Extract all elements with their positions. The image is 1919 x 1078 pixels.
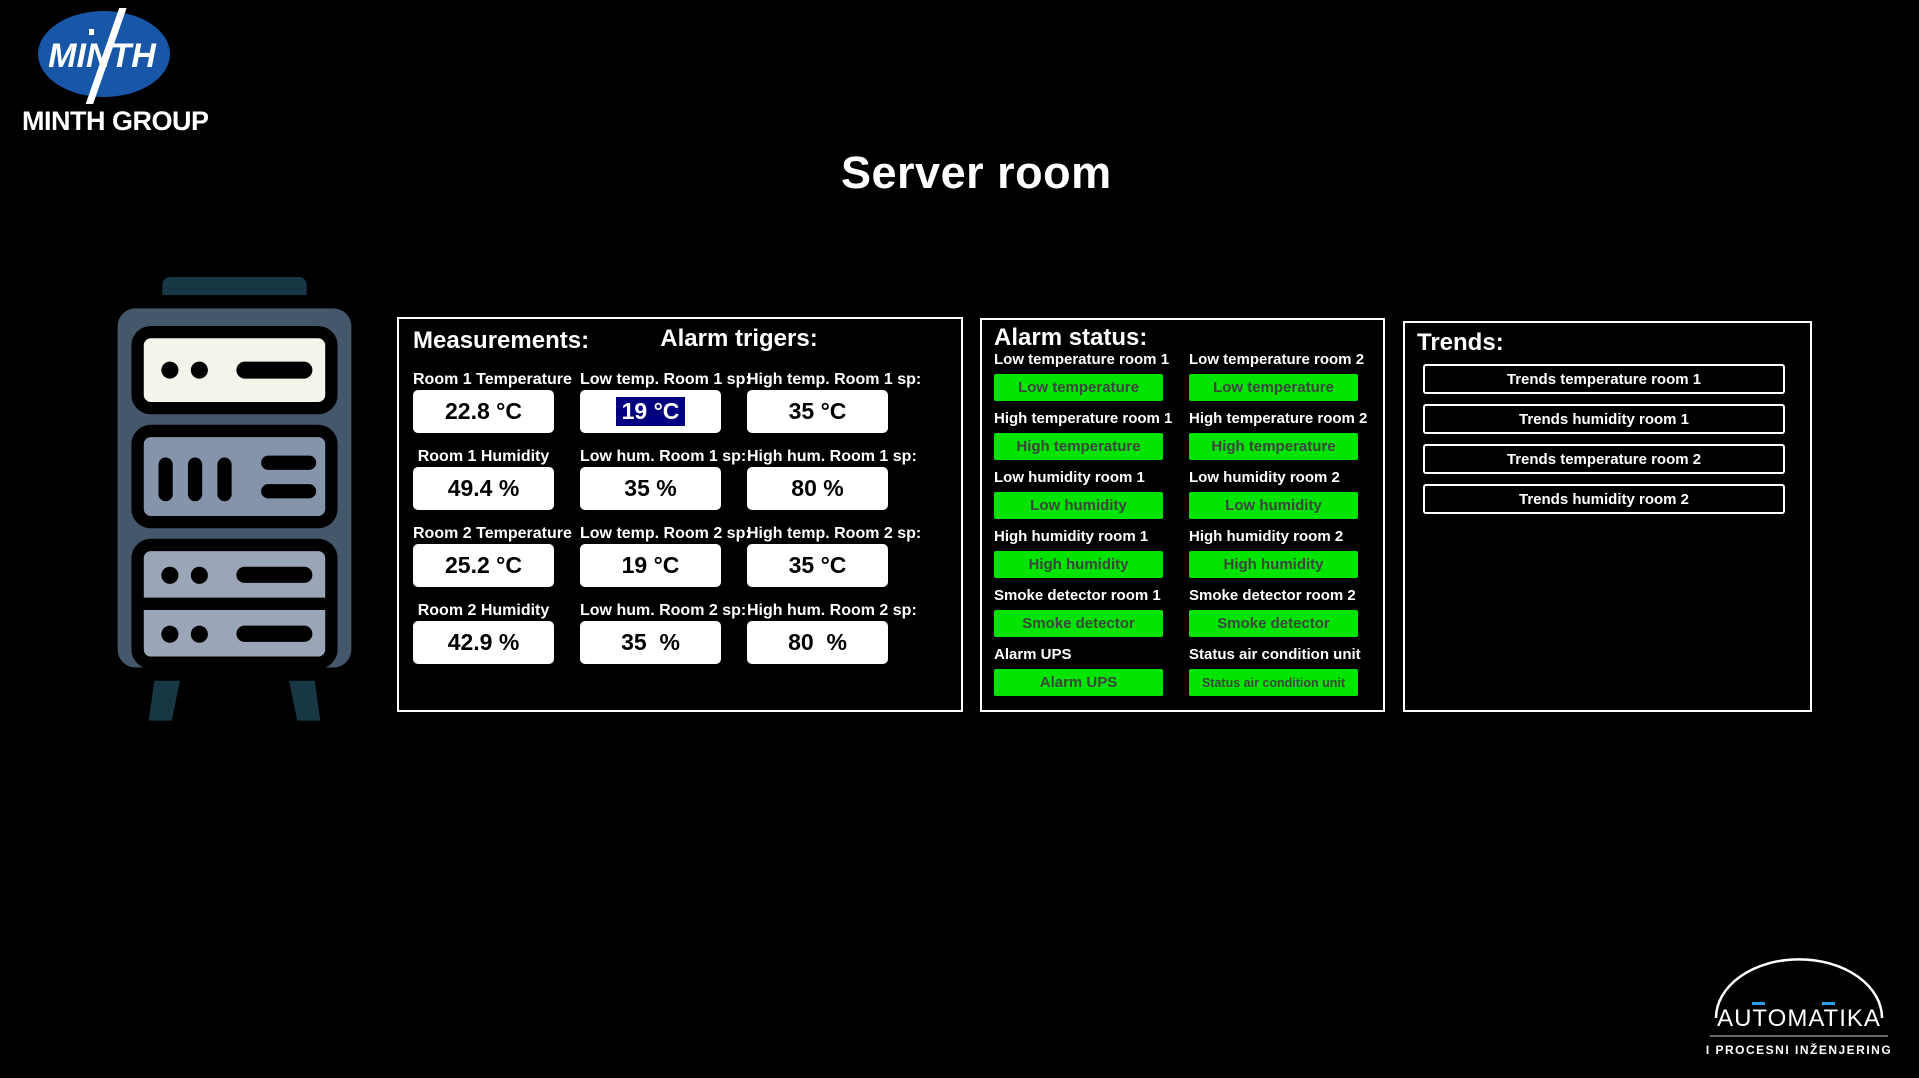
measurement-room2-temperature: Room 2 Temperature 25.2 °C [413, 521, 572, 598]
status-lamp: Smoke detector [1189, 610, 1358, 637]
minth-logo: MINTH MINTH GROUP [22, 8, 209, 137]
indicator-label: Smoke detector room 2 [1189, 587, 1356, 604]
setpoint-high-temp-room1: High temp. Room 1 sp: 35 °C [747, 367, 922, 444]
indicator-label: High temperature room 1 [994, 410, 1173, 427]
setpoint-input[interactable]: 19 °C [580, 390, 721, 433]
status-lamp: High humidity [994, 551, 1163, 578]
alarm-indicator-low-hum-room2: Low humidity room 2 Low humidity [1189, 468, 1358, 527]
setpoint-input[interactable]: 80 % [747, 467, 888, 510]
indicator-label: Alarm UPS [994, 646, 1072, 663]
trends-temperature-room2-button[interactable]: Trends temperature room 2 [1423, 444, 1785, 474]
page-title: Server room [841, 147, 1112, 198]
indicator-label: High humidity room 2 [1189, 528, 1344, 545]
indicator-label: Status air condition unit [1189, 646, 1361, 663]
setpoint-label: Low temp. Room 1 sp: [580, 371, 751, 388]
status-lamp: High humidity [1189, 551, 1358, 578]
setpoint-low-temp-room1: Low temp. Room 1 sp: 19 °C [580, 367, 751, 444]
server-rack-icon [104, 265, 365, 731]
trends-humidity-room1-button[interactable]: Trends humidity room 1 [1423, 404, 1785, 434]
setpoint-low-temp-room2: Low temp. Room 2 sp: 19 °C [580, 521, 751, 598]
status-lamp: Smoke detector [994, 610, 1163, 637]
indicator-label: Low temperature room 2 [1189, 351, 1365, 368]
status-lamp: High temperature [994, 433, 1163, 460]
setpoint-input[interactable]: 35 % [580, 467, 721, 510]
measurement-value: 25.2 °C [413, 544, 554, 587]
status-lamp: Low humidity [994, 492, 1163, 519]
indicator-label: Smoke detector room 1 [994, 587, 1161, 604]
setpoint-label: High hum. Room 2 sp: [747, 602, 917, 619]
measurements-triggers-panel: Measurements: Alarm trigers: Room 1 Temp… [397, 317, 963, 712]
alarm-indicator-low-hum-room1: Low humidity room 1 Low humidity [994, 468, 1163, 527]
status-lamp: Low temperature [1189, 374, 1358, 401]
alarm-indicator-ups: Alarm UPS Alarm UPS [994, 645, 1163, 704]
setpoint-label: Low hum. Room 1 sp: [580, 448, 747, 465]
automatika-tagline: I PROCESNI INŽENJERING [1706, 1042, 1892, 1057]
setpoint-label: High temp. Room 2 sp: [747, 525, 922, 542]
setpoint-input[interactable]: 35 °C [747, 390, 888, 433]
setpoint-label: High hum. Room 1 sp: [747, 448, 917, 465]
setpoint-input[interactable]: 19 °C [580, 544, 721, 587]
alarm-indicator-low-temp-room1: Low temperature room 1 Low temperature [994, 350, 1170, 409]
measurement-value: 42.9 % [413, 621, 554, 664]
setpoint-input[interactable]: 35 % [580, 621, 721, 664]
alarm-status-grid: Low temperature room 1 Low temperature L… [994, 350, 1368, 704]
alarm-indicator-low-temp-room2: Low temperature room 2 Low temperature [1189, 350, 1365, 409]
setpoint-label: Low temp. Room 2 sp: [580, 525, 751, 542]
alarm-indicator-high-temp-room1: High temperature room 1 High temperature [994, 409, 1173, 468]
alarm-indicator-high-temp-room2: High temperature room 2 High temperature [1189, 409, 1368, 468]
trends-humidity-room2-button[interactable]: Trends humidity room 2 [1423, 484, 1785, 514]
automatika-logo: AUTOMATIKA I PROCESNI INŽENJERING [1700, 952, 1898, 1065]
measurement-value: 22.8 °C [413, 390, 554, 433]
automatika-logo-text: AUTOMATIKA [1717, 1005, 1881, 1032]
minth-group-name: MINTH GROUP [22, 106, 209, 136]
setpoint-input[interactable]: 35 °C [747, 544, 888, 587]
measurement-label: Room 1 Humidity [417, 448, 550, 465]
trends-panel: Trends: Trends temperature room 1 Trends… [1403, 321, 1812, 712]
status-lamp: Low humidity [1189, 492, 1358, 519]
measurement-room2-humidity: Room 2 Humidity 42.9 % [413, 598, 554, 675]
alarm-status-panel: Alarm status: Low temperature room 1 Low… [980, 318, 1385, 712]
indicator-label: Low humidity room 1 [994, 469, 1145, 486]
setpoint-low-hum-room1: Low hum. Room 1 sp: 35 % [580, 444, 747, 521]
trends-button-list: Trends temperature room 1 Trends humidit… [1423, 364, 1785, 524]
setpoint-input[interactable]: 80 % [747, 621, 888, 664]
setpoint-label: Low hum. Room 2 sp: [580, 602, 747, 619]
minth-logo-icon: MINTH [38, 8, 170, 104]
measurement-label: Room 2 Humidity [417, 602, 550, 619]
measurement-label: Room 2 Temperature [413, 525, 572, 542]
alarm-indicator-high-hum-room2: High humidity room 2 High humidity [1189, 527, 1358, 586]
setpoint-label: High temp. Room 1 sp: [747, 371, 922, 388]
indicator-label: Low humidity room 2 [1189, 469, 1340, 486]
measurement-room1-humidity: Room 1 Humidity 49.4 % [413, 444, 554, 521]
measurements-triggers-grid: Room 1 Temperature 22.8 °C Low temp. Roo… [413, 367, 922, 675]
automatika-logo-icon: AUTOMATIKA I PROCESNI INŽENJERING [1706, 958, 1892, 1057]
setpoint-high-hum-room1: High hum. Room 1 sp: 80 % [747, 444, 917, 521]
status-lamp: High temperature [1189, 433, 1358, 460]
indicator-label: Low temperature room 1 [994, 351, 1170, 368]
indicator-label: High temperature room 2 [1189, 410, 1368, 427]
setpoint-low-hum-room2: Low hum. Room 2 sp: 35 % [580, 598, 747, 675]
measurements-header: Measurements: [413, 327, 590, 354]
alarm-indicator-smoke-room1: Smoke detector room 1 Smoke detector [994, 586, 1163, 645]
alarm-indicator-air-condition: Status air condition unit Status air con… [1189, 645, 1361, 704]
measurement-label: Room 1 Temperature [413, 371, 572, 388]
measurement-room1-temperature: Room 1 Temperature 22.8 °C [413, 367, 572, 444]
trends-temperature-room1-button[interactable]: Trends temperature room 1 [1423, 364, 1785, 394]
alarm-status-header: Alarm status: [994, 324, 1148, 351]
selected-setpoint-text: 19 °C [615, 397, 686, 426]
status-lamp: Alarm UPS [994, 669, 1163, 696]
setpoint-high-temp-room2: High temp. Room 2 sp: 35 °C [747, 521, 922, 598]
setpoint-high-hum-room2: High hum. Room 2 sp: 80 % [747, 598, 917, 675]
status-lamp: Status air condition unit [1189, 669, 1358, 696]
alarm-indicator-smoke-room2: Smoke detector room 2 Smoke detector [1189, 586, 1358, 645]
status-lamp: Low temperature [994, 374, 1163, 401]
measurement-value: 49.4 % [413, 467, 554, 510]
indicator-label: High humidity room 1 [994, 528, 1149, 545]
trends-header: Trends: [1417, 329, 1504, 356]
alarm-indicator-high-hum-room1: High humidity room 1 High humidity [994, 527, 1163, 586]
alarm-triggers-header: Alarm trigers: [660, 325, 818, 352]
